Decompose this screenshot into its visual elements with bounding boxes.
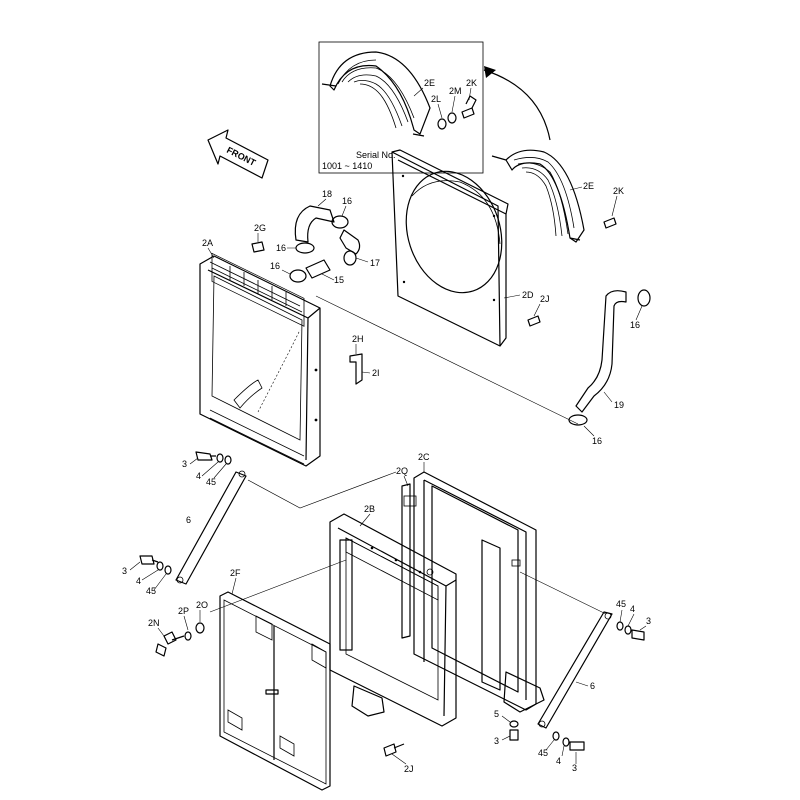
callout-frame-2C: 2C xyxy=(418,452,430,462)
clamp-16-mid xyxy=(343,250,357,266)
inset-frame xyxy=(318,41,484,174)
fan-shroud: 2D 2J xyxy=(391,149,550,347)
callout-cap-2G: 2G xyxy=(254,223,266,233)
callout-guard-2E: 2E xyxy=(583,181,594,191)
callout-left-stay-6: 6 xyxy=(186,515,191,525)
radiator-cap xyxy=(251,241,265,253)
wing-bolt-group: 2N 2P 2O xyxy=(148,600,208,657)
hose-17 xyxy=(339,229,361,255)
callout-clamp-16c: 16 xyxy=(270,261,280,271)
callout-bottom-washer-5: 5 xyxy=(494,709,499,719)
callout-bottom2-bolt-3: 3 xyxy=(572,763,577,773)
callout-bolt-2J-top: 2J xyxy=(540,294,550,304)
left-lower-hardware: 3 4 45 xyxy=(122,555,172,596)
callout-guard-2K: 2K xyxy=(613,186,624,196)
inset-hardware xyxy=(437,95,477,130)
callout-right-washer-45: 45 xyxy=(616,599,626,609)
inset-fan-guard xyxy=(321,51,431,137)
callout-right-bolt-3: 3 xyxy=(646,616,651,626)
clamp-16-hose-top xyxy=(637,289,651,307)
bottom-hardware: 5 3 2J 45 4 3 xyxy=(383,709,585,774)
callout-clamp-16d: 16 xyxy=(630,320,640,330)
front-direction-arrow: FRONT xyxy=(207,129,269,179)
callout-bottom-bolt-2J: 2J xyxy=(404,764,414,774)
callout-hose-17: 17 xyxy=(370,258,380,268)
callout-right-washer-4: 4 xyxy=(630,604,635,614)
serial-title: Serial No. xyxy=(356,150,396,160)
callout-left-washer-4: 4 xyxy=(196,471,201,481)
callout-clamp-16e: 16 xyxy=(592,436,602,446)
right-stay: 45 4 3 6 xyxy=(519,571,651,729)
serial-range: 1001 ~ 1410 xyxy=(322,161,372,171)
callout-wing-2N: 2N xyxy=(148,618,160,628)
callout-left-bolt-3: 3 xyxy=(182,459,187,469)
screen-2F: 2F xyxy=(219,568,331,791)
callout-inset-2M: 2M xyxy=(449,86,462,96)
clamp-16-hose-bottom xyxy=(568,414,588,426)
callout-left2-washer-4: 4 xyxy=(136,576,141,586)
left-stay: 3 4 45 6 xyxy=(175,451,397,585)
callout-nut-2O: 2O xyxy=(196,600,208,610)
callout-left2-bolt-3: 3 xyxy=(122,566,127,576)
callout-right-stay-6: 6 xyxy=(590,681,595,691)
seal-2Q xyxy=(401,483,411,639)
callout-hose-19: 19 xyxy=(614,400,624,410)
callout-left-washer-45: 45 xyxy=(206,477,216,487)
radiator-core: 2G 2A xyxy=(199,223,321,467)
clamp-16-left xyxy=(295,242,315,254)
fan-guard: 2E 2K xyxy=(491,149,624,243)
callout-bolt-2I: 2I xyxy=(372,368,380,378)
bottom-bolt-2J xyxy=(383,743,405,757)
upper-hoses: 18 16 16 16 17 15 xyxy=(270,189,380,285)
callout-hose-18: 18 xyxy=(322,189,332,199)
callout-screen-2F: 2F xyxy=(230,568,241,578)
clamp-16-upper xyxy=(331,215,349,229)
callout-cooler-2B: 2B xyxy=(364,504,375,514)
hose-18 xyxy=(294,205,335,243)
callout-left2-washer-45: 45 xyxy=(146,586,156,596)
callout-inset-2E: 2E xyxy=(424,78,435,88)
bracket-2H: 2H 2I xyxy=(349,334,380,385)
callout-bottom-washer-45: 45 xyxy=(538,748,548,758)
oil-cooler-2B: 2B xyxy=(209,504,457,727)
callout-pipe-15: 15 xyxy=(334,275,344,285)
serial-inset: 2E 2L 2M 2K Serial No. 1001 ~ 1410 xyxy=(318,41,551,174)
callout-bracket-2H: 2H xyxy=(352,334,364,344)
front-label: FRONT xyxy=(225,145,258,168)
callout-radiator-2A: 2A xyxy=(202,238,213,248)
frame-2C: 2C 2Q xyxy=(396,452,545,713)
callout-washer-2P: 2P xyxy=(178,606,189,616)
callout-shroud-2D: 2D xyxy=(522,290,534,300)
callout-seal-2Q: 2Q xyxy=(396,466,408,476)
callout-inset-2L: 2L xyxy=(431,94,441,104)
callout-clamp-16b: 16 xyxy=(276,243,286,253)
shroud-bolt xyxy=(527,315,541,327)
callout-inset-2K: 2K xyxy=(466,78,477,88)
pipe-15 xyxy=(305,259,331,279)
guard-bolt xyxy=(603,217,617,229)
clamp-16-lower xyxy=(289,269,307,283)
callout-bottom-washer-4: 4 xyxy=(556,756,561,766)
inset-arrow xyxy=(483,69,551,141)
lower-hose-19: 16 19 16 xyxy=(315,289,651,446)
callout-clamp-16a: 16 xyxy=(342,196,352,206)
callout-bottom-bolt-3: 3 xyxy=(494,736,499,746)
